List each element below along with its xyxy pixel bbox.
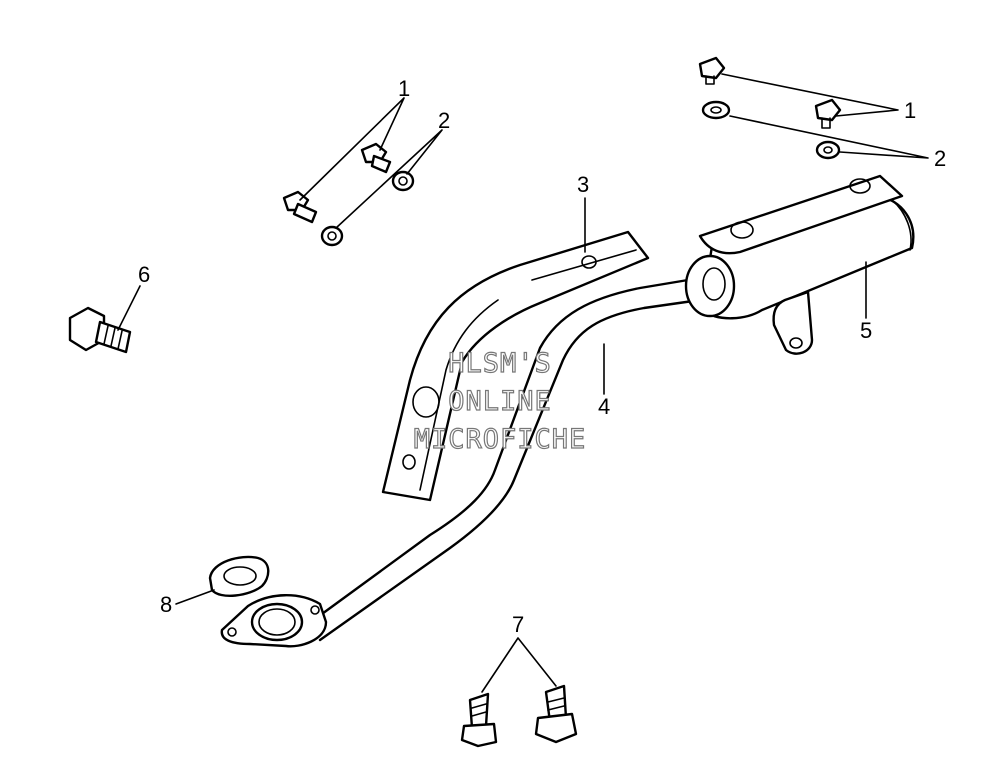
part-heat-shield[interactable] xyxy=(381,230,650,502)
watermark-line-3: MICROFICHE xyxy=(414,424,587,455)
callout-8: 8 xyxy=(160,592,172,617)
watermark-line-1: HLSM'S xyxy=(448,348,552,379)
part-bolt-6[interactable] xyxy=(68,306,132,354)
watermark-line-2: ONLINE xyxy=(448,386,552,417)
part-bolts-1-right[interactable] xyxy=(698,56,842,129)
callout-6: 6 xyxy=(138,262,150,287)
part-washers-2-right[interactable] xyxy=(701,100,841,160)
part-exhaust-pipe[interactable] xyxy=(298,274,721,642)
callout-1-right: 1 xyxy=(904,98,916,123)
part-muffler[interactable] xyxy=(684,174,915,355)
leader-lines xyxy=(117,73,929,693)
part-washers-2-left[interactable] xyxy=(320,170,415,247)
callout-3: 3 xyxy=(577,172,589,197)
part-exhaust-flange[interactable] xyxy=(220,594,328,648)
callout-1-left: 1 xyxy=(398,76,410,101)
callout-4: 4 xyxy=(598,394,610,419)
callout-2-left: 2 xyxy=(438,108,450,133)
part-gasket[interactable] xyxy=(208,555,270,597)
part-bolts-1-left[interactable] xyxy=(282,142,392,224)
watermark: HLSM'S ONLINE MICROFICHE xyxy=(413,347,587,455)
callout-2-right: 2 xyxy=(934,146,946,171)
callout-5: 5 xyxy=(860,318,872,343)
part-bolts-7[interactable] xyxy=(460,684,578,748)
callout-7: 7 xyxy=(512,612,524,637)
callout-labels: 1 2 3 4 5 6 7 8 1 2 xyxy=(138,76,946,637)
